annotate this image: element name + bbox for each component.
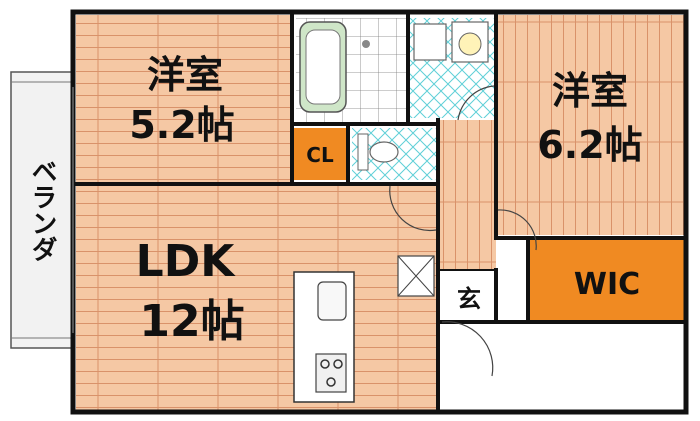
door-swings [389, 85, 537, 377]
washroom [410, 18, 496, 118]
western-room-2-name: 洋室 [552, 69, 628, 113]
ldk-size: 12帖 [139, 296, 244, 347]
entrance [442, 273, 496, 321]
toilet-room [352, 128, 436, 180]
veranda-label: ベランダ [27, 158, 57, 262]
veranda [10, 71, 74, 349]
ldk-name: LDK [136, 236, 237, 287]
kitchen-counter [293, 271, 355, 403]
refrigerator-space [397, 255, 435, 297]
closet-label: CL [306, 143, 334, 167]
western-room-2-size: 6.2帖 [537, 123, 642, 167]
western-room-1-size: 5.2帖 [129, 103, 234, 147]
bathroom [296, 18, 406, 122]
ldk-room [76, 186, 438, 410]
hallway [438, 120, 496, 270]
western-room-2 [498, 15, 684, 235]
western-room-1 [76, 15, 291, 182]
walk-in-closet [530, 240, 684, 322]
wic-label: WIC [574, 267, 640, 302]
closet [294, 128, 346, 180]
walls [70, 9, 689, 415]
western-room-1-name: 洋室 [147, 53, 223, 97]
entrance-label: 玄 [457, 285, 481, 313]
